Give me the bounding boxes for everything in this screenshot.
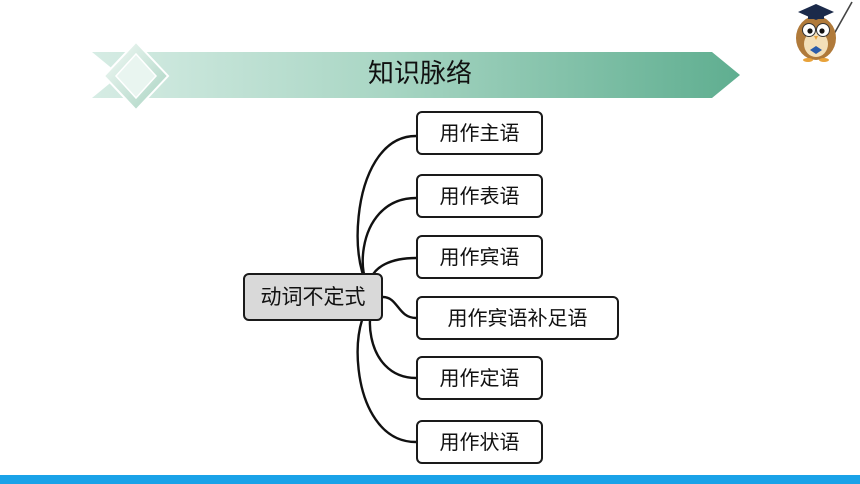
branch-node-object: 用作宾语 [416, 235, 543, 279]
page-title: 知识脉络 [367, 59, 472, 89]
bottom-accent-bar [0, 475, 860, 484]
branch-node-attributive: 用作定语 [416, 356, 543, 400]
branch-node-object-complement: 用作宾语补足语 [416, 296, 619, 340]
branch-node-adverbial: 用作状语 [416, 420, 543, 464]
section-banner [92, 40, 740, 112]
connector-4 [382, 295, 417, 320]
branch-node-predicative: 用作表语 [416, 174, 543, 218]
root-node: 动词不定式 [243, 273, 383, 321]
banner-diamond-icon [102, 40, 170, 112]
branch-node-subject: 用作主语 [416, 111, 543, 155]
owl-teacher-icon [796, 1, 853, 62]
